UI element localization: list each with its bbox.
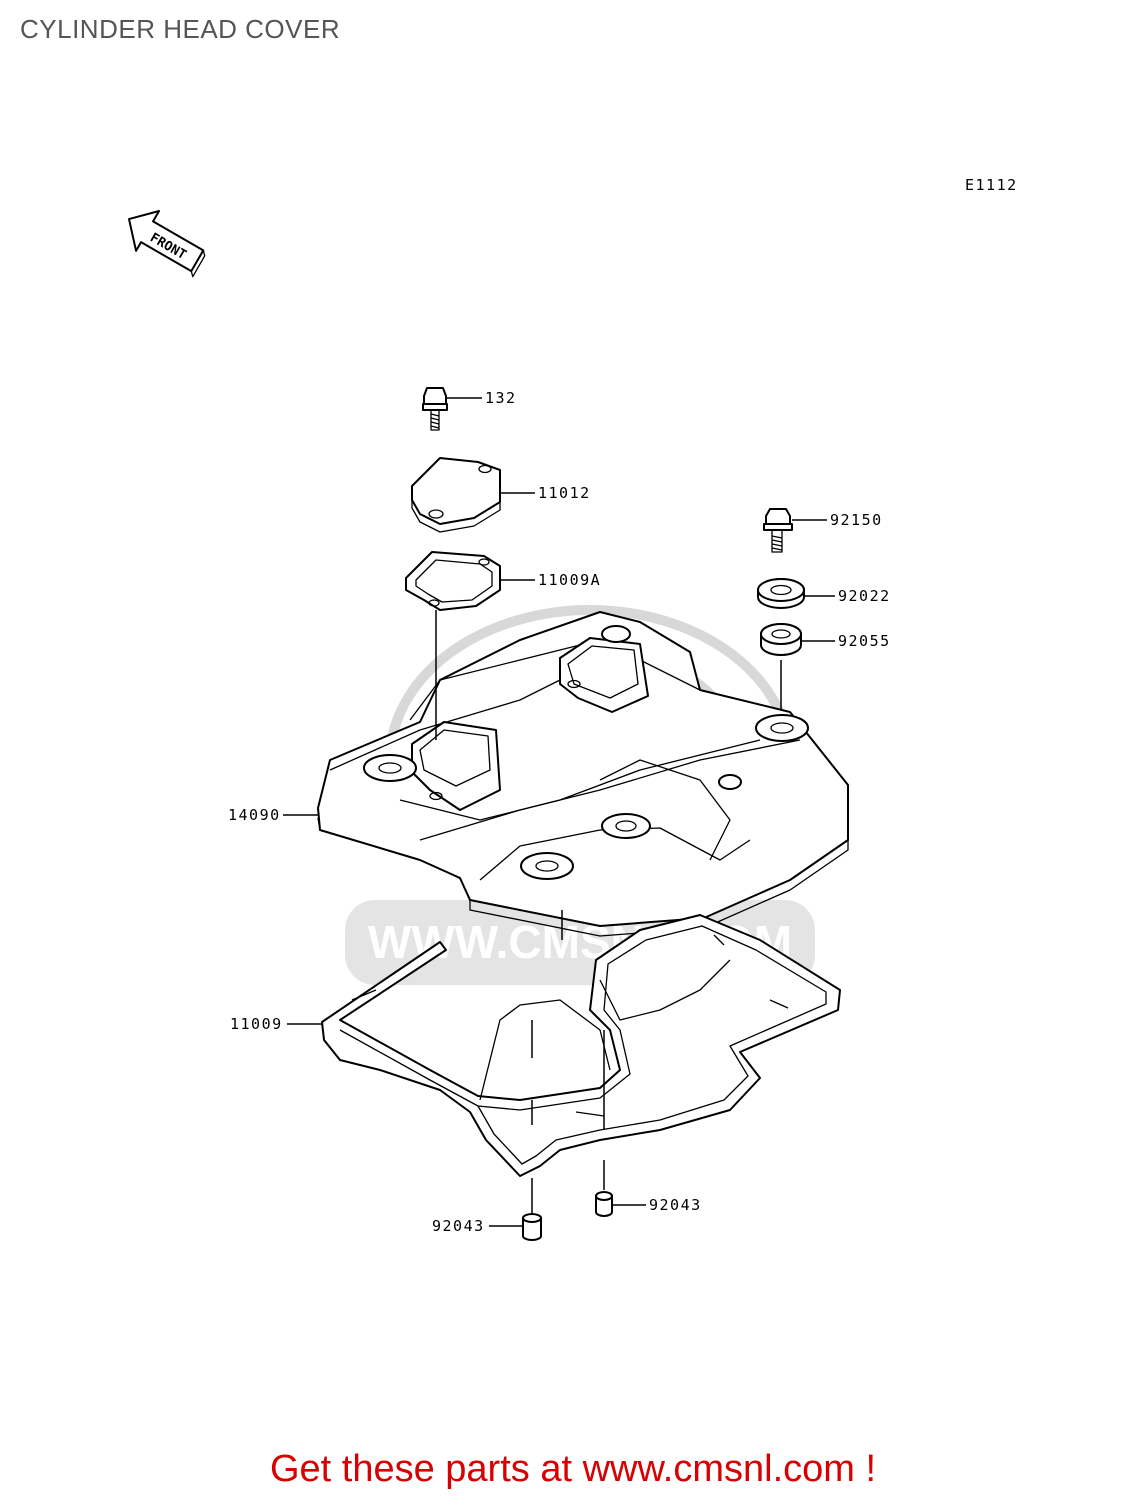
front-arrow-icon: FRONT bbox=[128, 210, 206, 278]
page-title: CYLINDER HEAD COVER bbox=[20, 14, 341, 44]
bolt-92150 bbox=[763, 508, 793, 553]
gasket-11009 bbox=[321, 914, 841, 1177]
label-11012: 11012 bbox=[538, 484, 591, 502]
label-132: 132 bbox=[485, 389, 517, 407]
label-11009: 11009 bbox=[230, 1015, 283, 1033]
label-92043-left: 92043 bbox=[432, 1217, 485, 1235]
label-92150: 92150 bbox=[830, 511, 883, 529]
bolt-132 bbox=[422, 387, 448, 431]
label-92043-right: 92043 bbox=[649, 1196, 702, 1214]
label-14090: 14090 bbox=[228, 806, 281, 824]
cylinder-head-cover-14090 bbox=[317, 611, 849, 937]
gasket-11009a bbox=[405, 551, 501, 611]
label-11009a: 11009A bbox=[538, 571, 601, 589]
diagram-code: E1112 bbox=[965, 176, 1018, 194]
grommet-92055 bbox=[760, 623, 802, 656]
label-92055: 92055 bbox=[838, 632, 891, 650]
dowel-pin-92043-right bbox=[595, 1191, 613, 1217]
footer-link[interactable]: Get these parts at www.cmsnl.com ! bbox=[269, 1448, 877, 1490]
cap-11012 bbox=[411, 457, 501, 533]
label-92022: 92022 bbox=[838, 587, 891, 605]
parts-diagram: WWW.CMSNL.COM E1112 FRONT 132 11012 1100… bbox=[128, 176, 1018, 1241]
dowel-pin-92043-left bbox=[522, 1213, 542, 1241]
washer-92022 bbox=[757, 578, 805, 609]
